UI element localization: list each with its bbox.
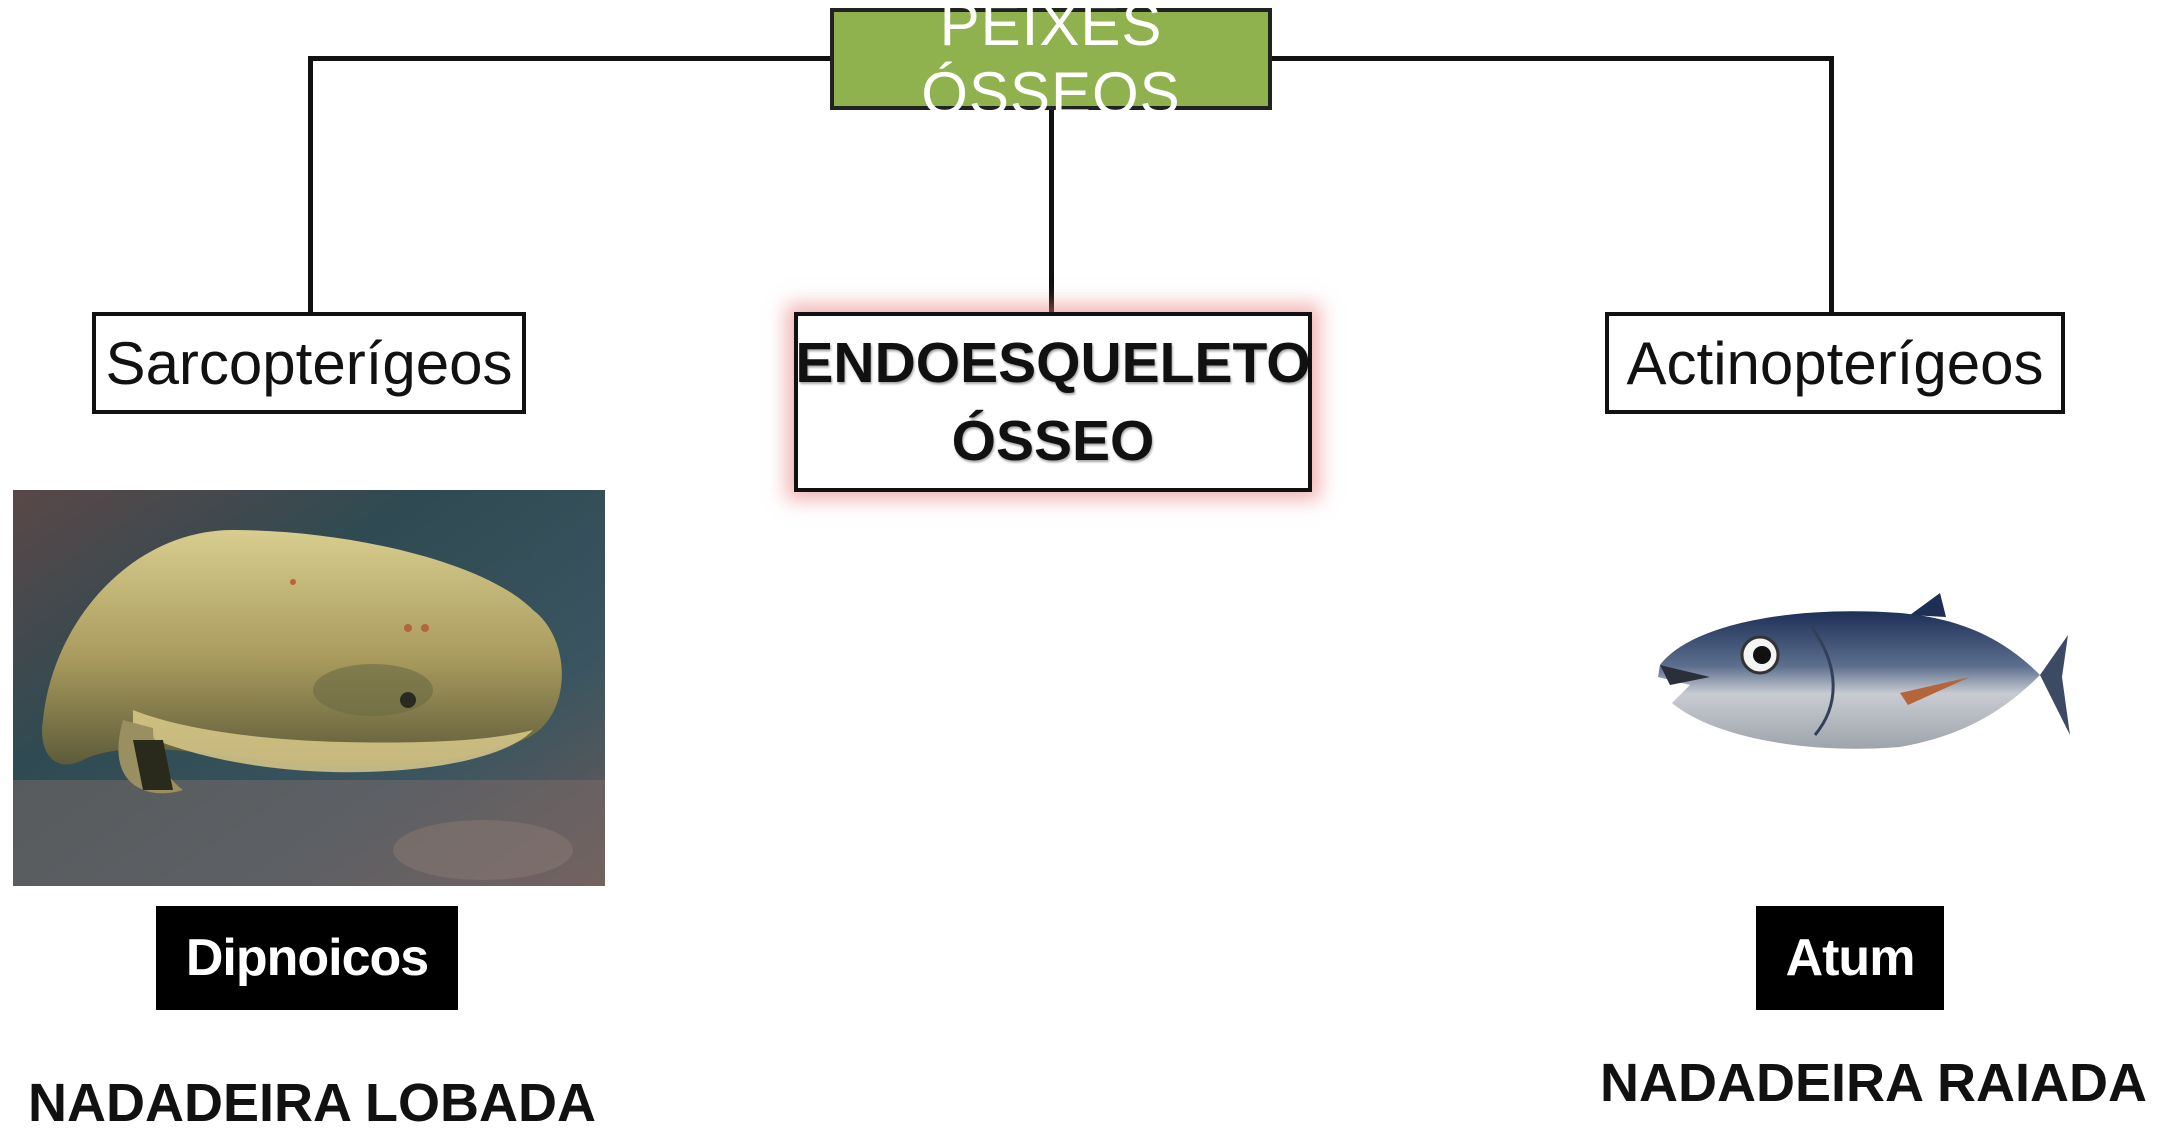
trait-rayed-fin: NADADEIRA RAIADA xyxy=(1600,1053,2147,1113)
example-label-atum: Atum xyxy=(1756,906,1944,1010)
example-label-dipnoicos-text: Dipnoicos xyxy=(185,929,429,987)
connector-center-vertical xyxy=(1049,108,1054,314)
center-node-line1: ENDOESQUELETO xyxy=(795,331,1311,395)
tuna-photo xyxy=(1658,593,2070,749)
connector-right-horizontal xyxy=(1268,56,1832,61)
center-node-line2: ÓSSEO xyxy=(951,409,1155,473)
branch-sarcopterygii-label: Sarcopterígeos xyxy=(105,329,513,397)
trait-lobed-fin: NADADEIRA LOBADA xyxy=(28,1073,596,1133)
branch-actinopterygii: Actinopterígeos xyxy=(1605,312,2065,414)
center-node-endoskeleton: ENDOESQUELETO ÓSSEO xyxy=(794,312,1312,492)
connector-right-vertical xyxy=(1829,56,1834,314)
connector-left-vertical xyxy=(308,56,313,314)
branch-actinopterygii-label: Actinopterígeos xyxy=(1626,329,2044,397)
branch-sarcopterygii: Sarcopterígeos xyxy=(92,312,526,414)
example-label-atum-text: Atum xyxy=(1785,929,1916,987)
root-node-label: PEIXES ÓSSEOS xyxy=(921,0,1181,127)
example-label-dipnoicos: Dipnoicos xyxy=(156,906,458,1010)
root-node: PEIXES ÓSSEOS xyxy=(830,0,1272,127)
connector-left-horizontal xyxy=(308,56,838,61)
lungfish-photo xyxy=(13,490,605,886)
